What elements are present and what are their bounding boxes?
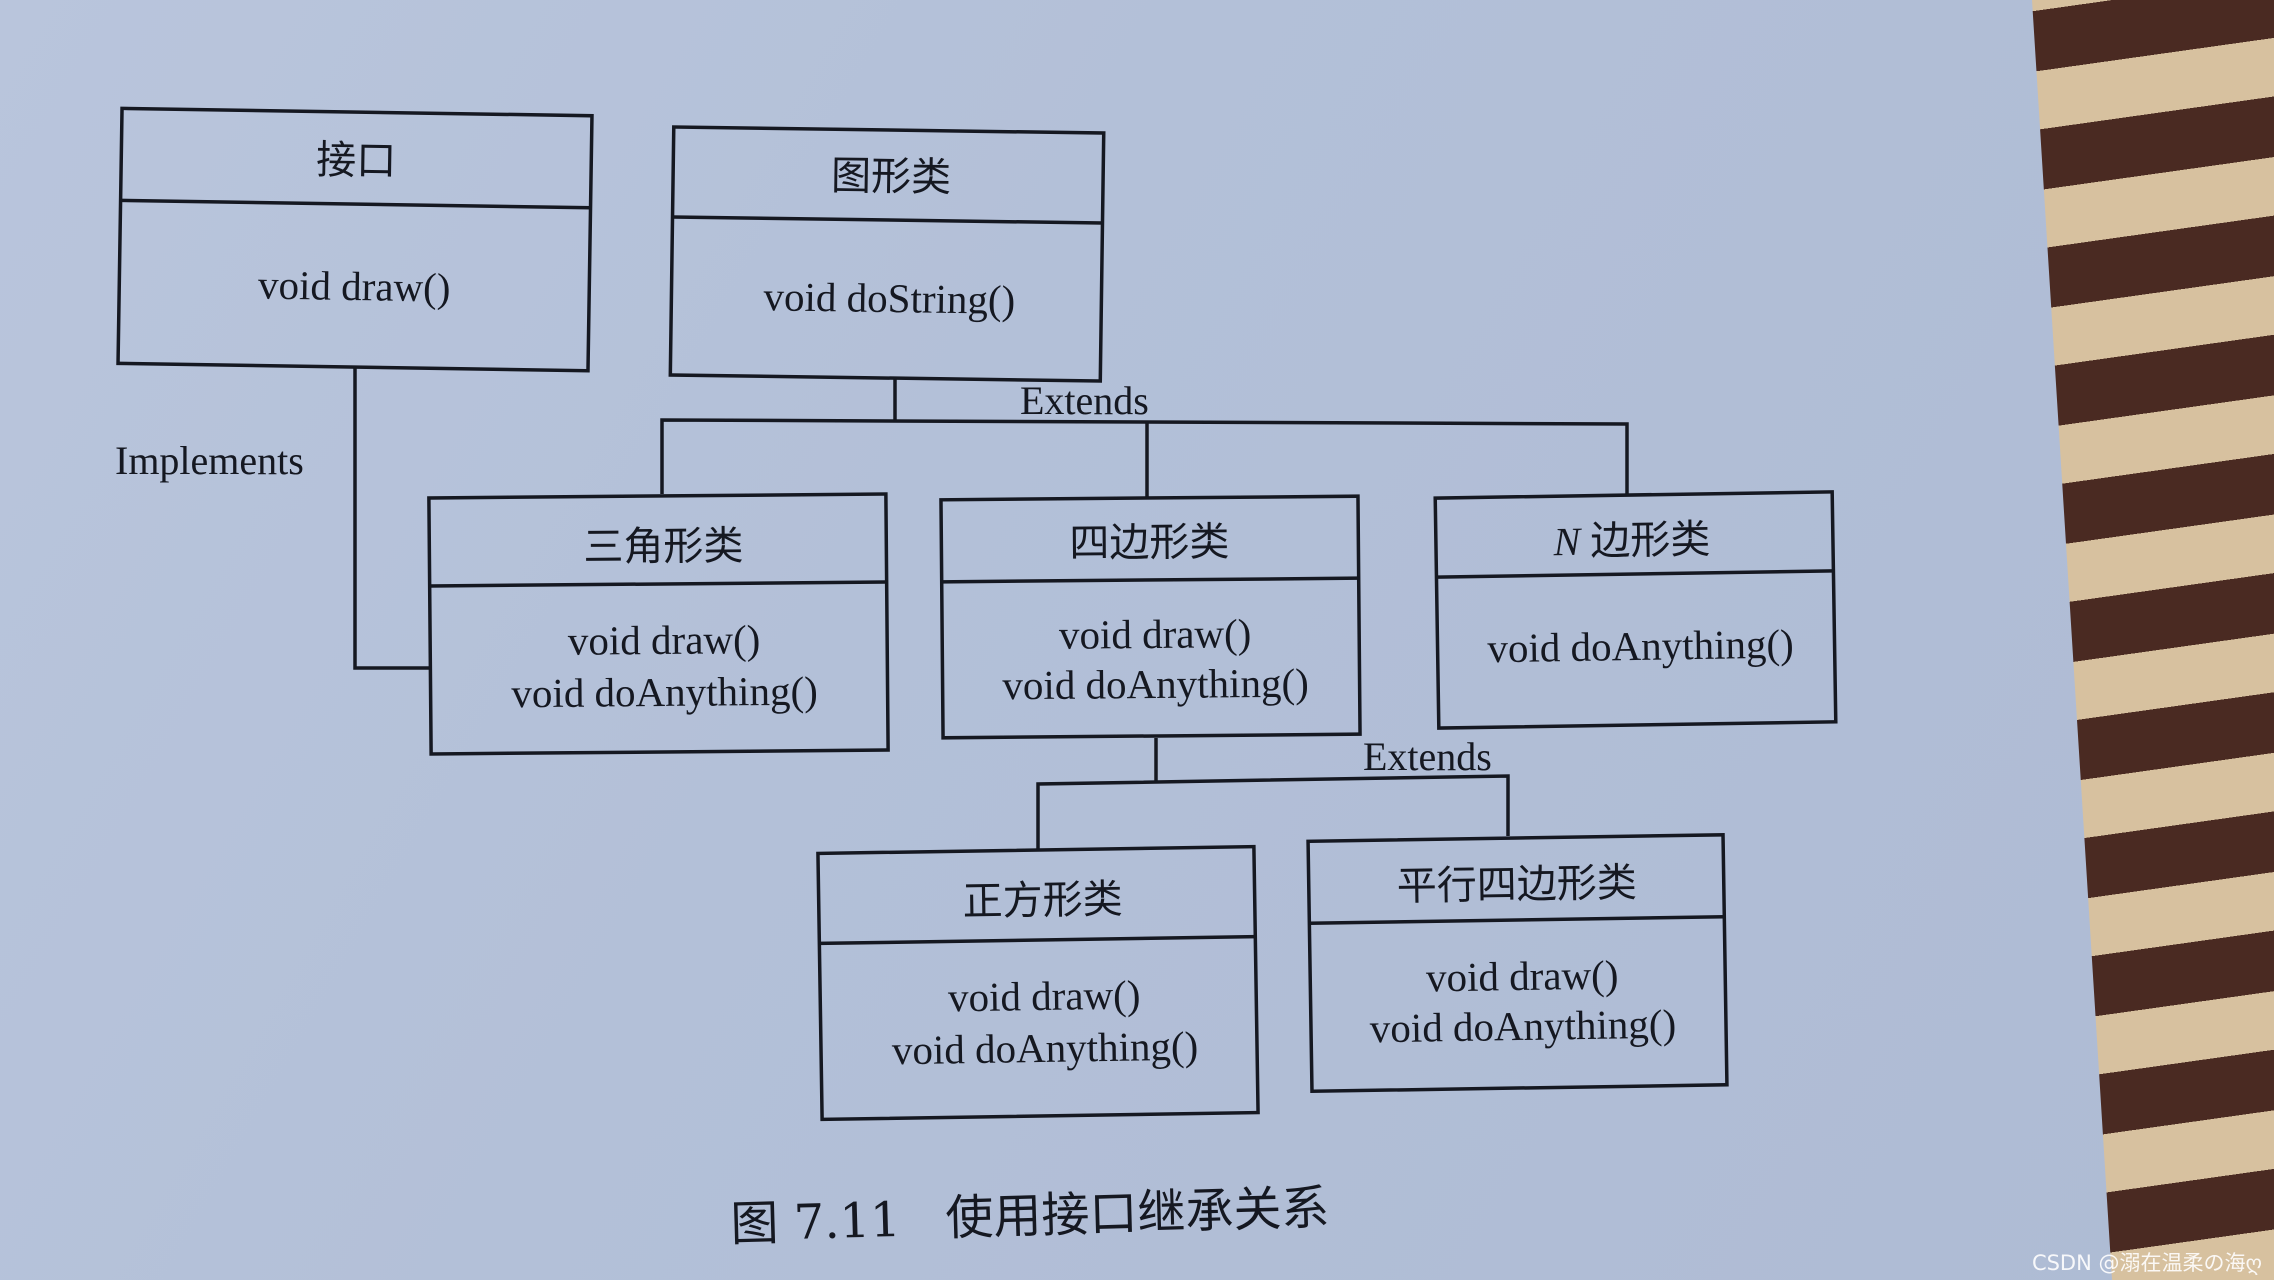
class-box-divider: [941, 576, 1359, 584]
class-box-shape: 图形类 void doString(): [668, 125, 1106, 383]
class-member: void draw(): [1059, 610, 1252, 658]
extends-connector-quad-bus: [1036, 774, 1510, 850]
class-box-border: [427, 492, 890, 756]
class-title: 图形类: [831, 153, 952, 201]
extends-connector-shape-bus: [660, 418, 1629, 495]
class-member: void draw(): [1426, 951, 1619, 1000]
class-member: void doAnything(): [1002, 660, 1309, 709]
class-box-triangle: 三角形类 void draw() void doAnything(): [427, 492, 890, 756]
class-box-divider: [819, 934, 1256, 946]
class-member: void draw(): [948, 971, 1141, 1020]
class-title: 接口: [316, 137, 397, 184]
class-box-square: 正方形类 void draw() void doAnything(): [816, 844, 1260, 1122]
class-box-border: [116, 106, 594, 373]
class-box-border: [668, 125, 1106, 383]
class-title: 正方形类: [962, 877, 1123, 926]
class-box-border: [816, 844, 1260, 1122]
csdn-watermark: CSDN @溺在温柔の海ღ: [2032, 1251, 2262, 1275]
class-title: 四边形类: [1069, 519, 1229, 566]
class-box-divider: [1309, 915, 1725, 926]
class-member: void doString(): [763, 273, 1015, 323]
extends-label-top: Extends: [1020, 378, 1149, 423]
figure-number: 图 7.11: [730, 1192, 902, 1253]
class-box-parallelogram: 平行四边形类 void draw() void doAnything(): [1306, 833, 1729, 1094]
class-title: 平行四边形类: [1396, 860, 1637, 910]
class-member: void draw(): [568, 616, 761, 664]
class-box-divider: [672, 215, 1103, 225]
class-title: 三角形类: [583, 523, 743, 570]
class-box-divider: [120, 198, 591, 210]
class-member: void doAnything(): [511, 668, 818, 717]
class-box-quadrilateral: 四边形类 void draw() void doAnything(): [939, 494, 1362, 740]
class-box-border: [1306, 833, 1729, 1094]
class-member: void doAnything(): [892, 1022, 1199, 1073]
class-title-italic-n: N: [1552, 519, 1583, 564]
class-box-border: [939, 494, 1362, 740]
class-box-border: [1433, 490, 1838, 730]
class-title-rest: 边形类: [1590, 517, 1711, 565]
class-member: void doAnything(): [1369, 1001, 1676, 1052]
class-member: void doAnything(): [1487, 620, 1794, 671]
figure-caption: 图 7.11 使用接口继承关系: [730, 1180, 1330, 1253]
extends-label-bottom: Extends: [1363, 734, 1492, 779]
figure-caption-text: 使用接口继承关系: [945, 1180, 1330, 1247]
class-box-divider: [429, 580, 887, 588]
implements-label: Implements: [115, 438, 304, 483]
class-box-divider: [1436, 569, 1834, 579]
class-box-interface: 接口 void draw(): [116, 106, 594, 373]
implements-connector: [353, 366, 430, 670]
class-member: void draw(): [258, 262, 451, 311]
connectors: [353, 366, 1629, 850]
